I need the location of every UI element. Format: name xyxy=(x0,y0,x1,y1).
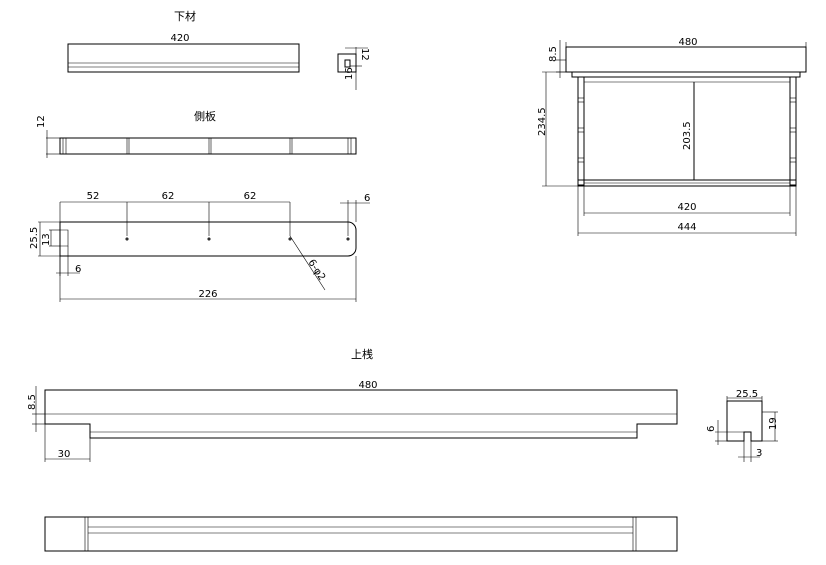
side-board-front-view xyxy=(59,221,357,257)
side-board-top-view: 12 xyxy=(36,115,357,158)
bottom-member-section: 12 16 xyxy=(337,47,370,90)
svg-text:203.5: 203.5 xyxy=(682,121,693,150)
svg-text:444: 444 xyxy=(677,222,696,233)
svg-text:30: 30 xyxy=(58,449,71,460)
svg-text:19: 19 xyxy=(768,417,779,430)
svg-text:234.5: 234.5 xyxy=(537,107,548,136)
svg-text:62: 62 xyxy=(244,191,257,202)
dim-side-board-spacing: 52 62 62 xyxy=(59,191,291,236)
top-member-front-view xyxy=(44,389,678,439)
dim-assembly-inner-width: 420 xyxy=(583,186,791,216)
svg-text:480: 480 xyxy=(358,380,377,391)
dim-side-board-right-6: 6 xyxy=(340,193,370,236)
dim-side-board-hole-callout: 6-φ2 xyxy=(289,235,327,291)
dim-top-member-8-5: 8.5 xyxy=(27,386,45,432)
dim-assembly-outer-width: 444 xyxy=(577,186,797,236)
dim-side-board-height: 25.5 13 xyxy=(29,221,60,257)
svg-text:420: 420 xyxy=(677,202,696,213)
title-bottom-member: 下材 xyxy=(174,9,196,23)
svg-text:12: 12 xyxy=(359,48,370,61)
svg-text:52: 52 xyxy=(87,191,100,202)
svg-text:8.5: 8.5 xyxy=(27,394,38,410)
svg-text:62: 62 xyxy=(162,191,175,202)
svg-text:25.5: 25.5 xyxy=(29,227,40,249)
dim-assembly-height: 234.5 xyxy=(537,71,578,187)
svg-text:420: 420 xyxy=(170,33,189,44)
title-top-member: 上桟 xyxy=(351,347,373,361)
dim-top-member-length: 480 xyxy=(45,380,677,391)
svg-text:3: 3 xyxy=(756,448,762,459)
top-member-section: 25.5 19 6 3 xyxy=(706,389,779,462)
svg-text:6: 6 xyxy=(364,193,370,204)
bottom-member-view xyxy=(67,43,300,73)
svg-text:8.5: 8.5 xyxy=(548,46,559,62)
dim-side-board-length: 226 xyxy=(59,256,357,302)
svg-text:480: 480 xyxy=(678,37,697,48)
assembly-front-view xyxy=(565,46,807,187)
top-member-top-view xyxy=(44,516,678,552)
svg-text:226: 226 xyxy=(198,289,217,300)
svg-text:12: 12 xyxy=(36,115,47,128)
dim-assembly-inner-height: 203.5 xyxy=(682,121,693,150)
title-side-board: 側板 xyxy=(194,109,216,123)
svg-text:16: 16 xyxy=(344,67,355,80)
svg-text:6-φ2: 6-φ2 xyxy=(305,258,327,283)
svg-text:13: 13 xyxy=(41,233,52,246)
dim-top-member-30: 30 xyxy=(44,424,91,462)
svg-text:6: 6 xyxy=(706,426,717,432)
svg-text:25.5: 25.5 xyxy=(736,389,758,400)
svg-text:6: 6 xyxy=(75,264,81,275)
dim-bottom-member-length: 420 xyxy=(68,33,299,45)
dim-assembly-top-width: 480 xyxy=(565,37,807,72)
